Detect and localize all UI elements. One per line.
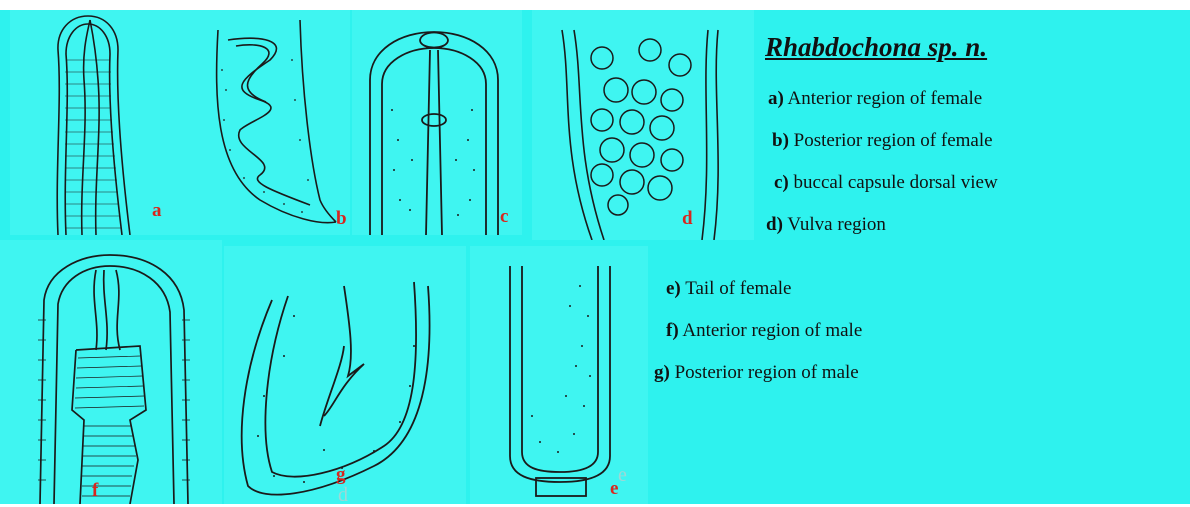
figure-canvas: a b — [0, 10, 1190, 504]
anterior-male-drawing — [0, 240, 222, 504]
panel-c: c — [352, 10, 522, 235]
panel-e-faint-mark: e — [618, 464, 627, 487]
species-title: Rhabdochona sp. n. — [765, 32, 987, 63]
panel-d: d — [532, 10, 754, 240]
legend-item-f: f) Anterior region of male — [666, 320, 862, 342]
panel-d-label: d — [682, 208, 693, 230]
panel-b: b — [200, 10, 350, 235]
panel-g: g d — [224, 246, 466, 504]
panel-e: e e — [470, 246, 648, 504]
panel-g-label: g — [336, 464, 346, 486]
panel-a-label: a — [152, 200, 162, 222]
panel-c-label: c — [500, 206, 508, 228]
buccal-capsule-drawing — [352, 10, 522, 235]
panel-a: a — [10, 10, 205, 235]
panel-b-label: b — [336, 208, 347, 230]
panel-e-label: e — [610, 478, 618, 500]
panel-f: f — [0, 240, 222, 504]
legend-item-e: e) Tail of female — [666, 278, 791, 300]
vulva-region-drawing — [532, 10, 754, 240]
legend-item-c: c) buccal capsule dorsal view — [774, 172, 998, 194]
legend-item-b: b) Posterior region of female — [772, 130, 993, 152]
anterior-female-drawing — [10, 10, 205, 235]
legend-item-g: g) Posterior region of male — [654, 362, 859, 384]
posterior-female-drawing — [200, 10, 350, 235]
panel-f-label: f — [92, 480, 98, 502]
legend-item-a: a) Anterior region of female — [768, 88, 982, 110]
legend-item-d: d) Vulva region — [766, 214, 886, 236]
